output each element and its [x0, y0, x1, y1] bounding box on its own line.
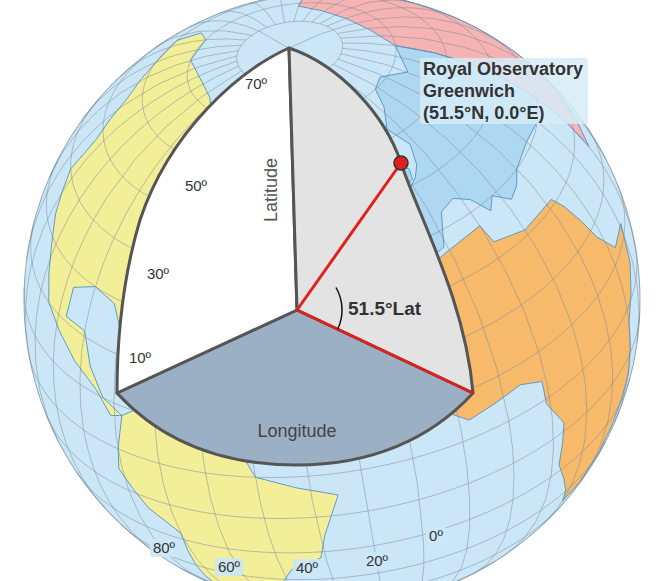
place-label: Royal Observatory Greenwich (51.5°N, 0.0… [420, 58, 588, 124]
degree-label: 10º [129, 349, 151, 367]
axis-label: Latitude [261, 158, 283, 222]
degree-label: 40º [293, 559, 321, 577]
degree-label: 50º [185, 177, 207, 195]
axis-label: Longitude [257, 421, 336, 443]
angle-arc [336, 288, 342, 330]
radius-line [297, 163, 401, 310]
degree-label: 70º [245, 75, 267, 93]
degree-label: 80º [150, 539, 178, 557]
meridian-face [117, 48, 297, 393]
degree-label: 20º [363, 552, 391, 570]
angle-label: 51.5°Lat [348, 298, 421, 321]
degree-label: 60º [215, 558, 243, 576]
location-dot [394, 156, 408, 170]
radius-line [297, 310, 473, 393]
degree-label: 0º [426, 527, 446, 545]
degree-label: 30º [147, 265, 169, 283]
